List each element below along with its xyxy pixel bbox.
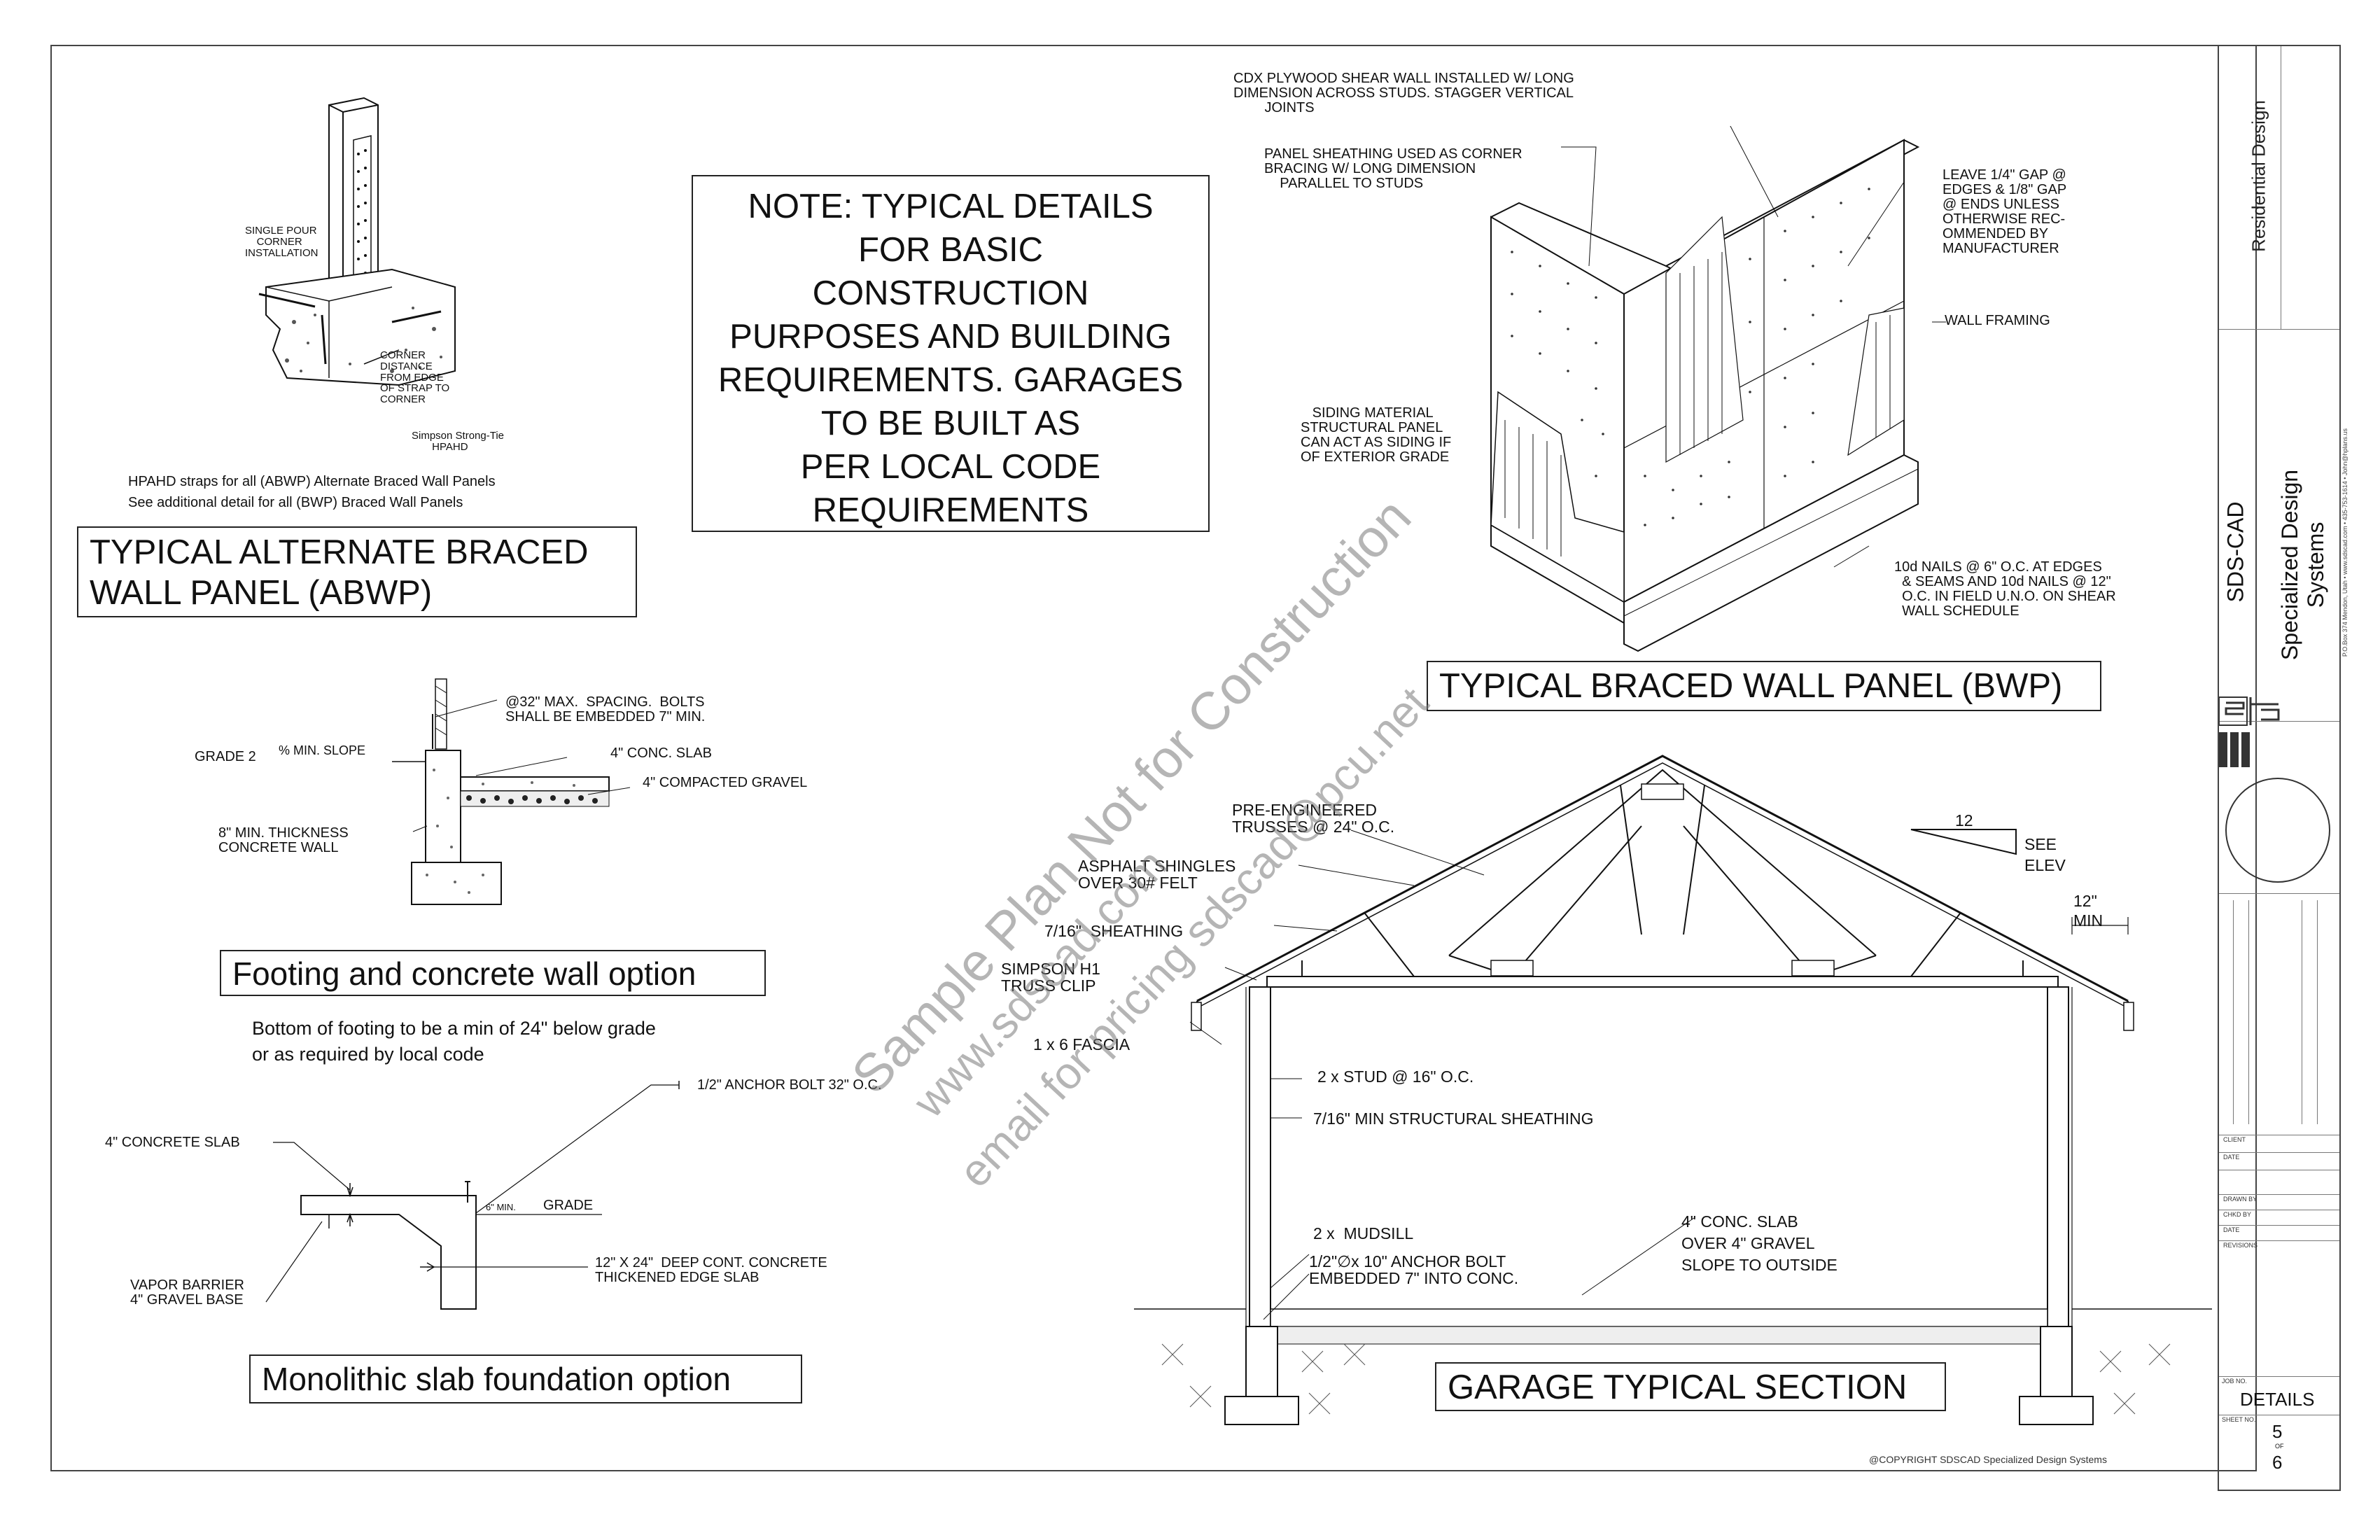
tb-job: DETAILS bbox=[2240, 1389, 2315, 1410]
garage-label-structural: 7/16" MIN STRUCTURAL SHEATHING bbox=[1313, 1110, 1594, 1128]
bwp-label-panel: PANEL SHEATHING USED AS CORNER BRACING W… bbox=[1264, 146, 1522, 191]
footing-label-slab: 4" CONC. SLAB bbox=[610, 746, 712, 761]
footing-title: Footing and concrete wall option bbox=[232, 955, 696, 992]
garage-label-sheathing: 7/16" SHEATHING bbox=[1044, 922, 1184, 940]
garage-pitch-run: 12 bbox=[1955, 811, 1973, 830]
footing-label-wall: 8" MIN. THICKNESS CONCRETE WALL bbox=[218, 825, 349, 855]
title-block: Residential Design SDS-CAD Specialized D… bbox=[2218, 45, 2349, 1491]
garage-section-drawing bbox=[1134, 755, 2212, 1425]
footing-desc-1: Bottom of footing to be a min of 24" bel… bbox=[252, 1018, 656, 1039]
garage-label-mudsill: 2 x MUDSILL bbox=[1313, 1224, 1414, 1242]
bwp-label-gap: LEAVE 1/4" GAP @ EDGES & 1/8" GAP @ ENDS… bbox=[1942, 167, 2067, 256]
garage-label-trusses: PRE-ENGINEERED TRUSSES @ 24" O.C. bbox=[1232, 801, 1395, 836]
monolithic-drawing bbox=[265, 1081, 680, 1310]
mono-label-grade: GRADE bbox=[543, 1198, 594, 1213]
bwp-label-cdx: CDX PLYWOOD SHEAR WALL INSTALLED W/ LONG… bbox=[1233, 71, 1574, 115]
mono-label-6min: 6" MIN. bbox=[486, 1202, 516, 1212]
logo-icon bbox=[2219, 696, 2280, 767]
tb-sheet-total: 6 bbox=[2272, 1452, 2283, 1473]
tb-address: P.O.Box 374 Mendon, Utah • www.sdscad.co… bbox=[2342, 428, 2348, 657]
abwp-label-single-pour: SINGLE POUR CORNER INSTALLATION bbox=[245, 225, 318, 259]
tb-field-revisions: REVISIONS bbox=[2223, 1242, 2258, 1249]
tb-company-sub: Specialized Design Systems bbox=[2277, 469, 2328, 661]
abwp-strap-drawing bbox=[258, 97, 456, 386]
bwp-label-framing: WALL FRAMING bbox=[1945, 313, 2050, 328]
mono-title: Monolithic slab foundation option bbox=[262, 1361, 732, 1397]
abwp-desc-1: HPAHD straps for all (ABWP) Alternate Br… bbox=[128, 474, 496, 489]
footing-title-box: Footing and concrete wall option bbox=[220, 950, 766, 996]
garage-title-box: GARAGE TYPICAL SECTION bbox=[1435, 1362, 1946, 1411]
garage-label-stud: 2 x STUD @ 16" O.C. bbox=[1317, 1068, 1474, 1086]
abwp-label-simpson: Simpson Strong-Tie HPAHD bbox=[412, 430, 504, 453]
note-line: REQUIREMENTS. GARAGES bbox=[718, 361, 1184, 399]
tb-field-client: CLIENT bbox=[2223, 1136, 2246, 1143]
note-line: PURPOSES AND BUILDING bbox=[729, 318, 1172, 356]
bwp-drawing bbox=[1490, 126, 1946, 652]
tb-job-label: JOB NO. bbox=[2222, 1378, 2248, 1385]
note-box: NOTE: TYPICAL DETAILS FOR BASIC CONSTRUC… bbox=[692, 175, 1210, 532]
tb-field-date: DATE bbox=[2223, 1154, 2240, 1161]
abwp-desc-2: See additional detail for all (BWP) Brac… bbox=[128, 495, 463, 510]
footing-desc-2: or as required by local code bbox=[252, 1044, 484, 1065]
tb-residential-text: Residential Design bbox=[2248, 100, 2269, 252]
note-line: CONSTRUCTION bbox=[812, 274, 1089, 312]
mono-label-edge: 12" X 24" DEEP CONT. CONCRETE THICKENED … bbox=[595, 1255, 827, 1285]
footing-label-gravel: 4" COMPACTED GRAVEL bbox=[643, 775, 808, 790]
abwp-label-corner-distance: CORNER DISTANCE FROM EDGE OF STRAP TO CO… bbox=[380, 349, 450, 405]
tb-sheet-no: 5 bbox=[2272, 1421, 2283, 1442]
note-line: NOTE: TYPICAL DETAILS bbox=[748, 188, 1154, 225]
tb-sheet-label: SHEET NO. bbox=[2222, 1416, 2256, 1423]
mono-title-box: Monolithic slab foundation option bbox=[249, 1354, 802, 1404]
footing-label-grade: GRADE 2 bbox=[195, 749, 256, 764]
mono-label-anchor: 1/2" ANCHOR BOLT 32" O.C. bbox=[697, 1077, 882, 1093]
seal-circle bbox=[2225, 778, 2330, 883]
tb-field-chkd: CHKD BY bbox=[2223, 1211, 2252, 1218]
abwp-title-line1: TYPICAL ALTERNATE BRACED bbox=[90, 533, 589, 571]
garage-overhang: 12" MIN bbox=[2073, 892, 2104, 930]
garage-title: GARAGE TYPICAL SECTION bbox=[1448, 1368, 1907, 1406]
garage-label-slab: 4" CONC. SLAB OVER 4" GRAVEL SLOPE TO OU… bbox=[1681, 1212, 1837, 1275]
garage-label-anchor: 1/2"∅x 10" ANCHOR BOLT EMBEDDED 7" INTO … bbox=[1309, 1252, 1519, 1288]
tb-field-drawn: DRAWN BY bbox=[2223, 1196, 2258, 1203]
bwp-title: TYPICAL BRACED WALL PANEL (BWP) bbox=[1439, 667, 2063, 705]
tb-company-name: SDS-CAD bbox=[2222, 501, 2248, 603]
garage-label-shingles: ASPHALT SHINGLES OVER 30# FELT bbox=[1078, 857, 1236, 892]
bwp-title-box: TYPICAL BRACED WALL PANEL (BWP) bbox=[1427, 661, 2101, 711]
footing-label-bolts: @32" MAX. SPACING. BOLTS SHALL BE EMBEDD… bbox=[505, 694, 706, 724]
copyright: @COPYRIGHT SDSCAD Specialized Design Sys… bbox=[1869, 1454, 2107, 1465]
note-line: PER LOCAL CODE bbox=[800, 448, 1101, 486]
garage-label-fascia: 1 x 6 FASCIA bbox=[1033, 1035, 1130, 1054]
tb-sheet-of: OF bbox=[2275, 1443, 2284, 1450]
garage-label-clip: SIMPSON H1 TRUSS CLIP bbox=[1001, 960, 1100, 995]
note-line: FOR BASIC bbox=[858, 231, 1044, 269]
drawing-border bbox=[50, 45, 2257, 1471]
tb-field-date2: DATE bbox=[2223, 1226, 2240, 1233]
tb-company: SDS-CAD Specialized Design Systems P.O.B… bbox=[2219, 329, 2349, 721]
abwp-title-line2: WALL PANEL (ABWP) bbox=[90, 574, 433, 612]
footing-label-slope: % MIN. SLOPE bbox=[279, 743, 366, 757]
bwp-label-nails: 10d NAILS @ 6" O.C. AT EDGES & SEAMS AND… bbox=[1894, 559, 2116, 619]
abwp-title-box: TYPICAL ALTERNATE BRACED WALL PANEL (ABW… bbox=[77, 526, 637, 617]
mono-label-slab: 4" CONCRETE SLAB bbox=[105, 1135, 240, 1150]
note-line: TO BE BUILT AS bbox=[820, 405, 1081, 442]
bwp-label-siding: SIDING MATERIAL STRUCTURAL PANEL CAN ACT… bbox=[1301, 405, 1452, 465]
garage-see-elev: SEE ELEV bbox=[2024, 835, 2066, 874]
tb-residential bbox=[2219, 46, 2339, 329]
note-line: REQUIREMENTS bbox=[812, 491, 1089, 529]
mono-label-vapor: VAPOR BARRIER 4" GRAVEL BASE bbox=[130, 1278, 244, 1308]
footing-drawing bbox=[392, 678, 631, 905]
